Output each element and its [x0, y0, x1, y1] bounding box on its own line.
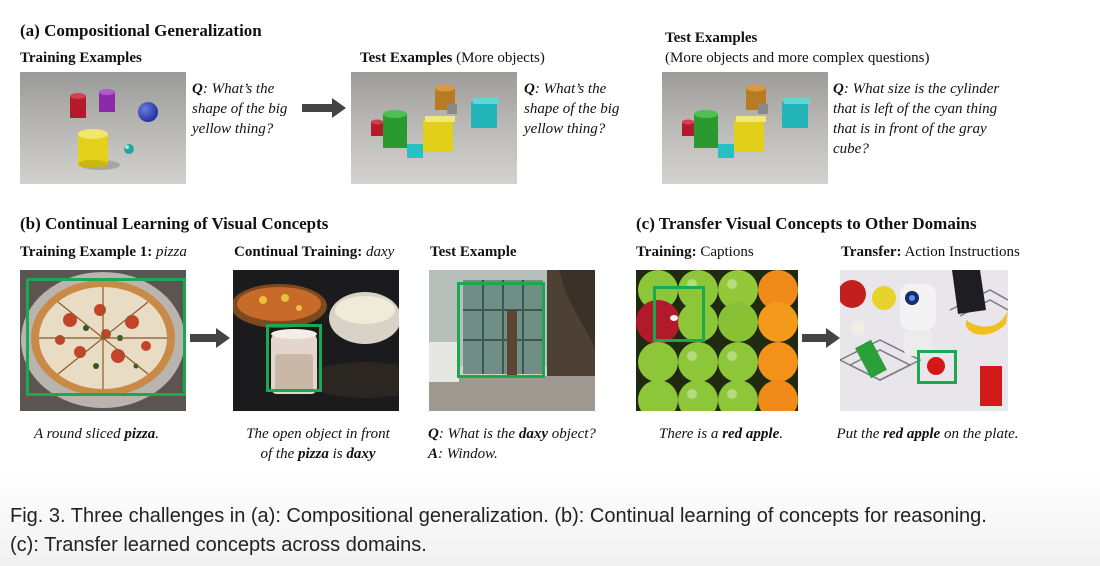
question-1: Q: What’s the shape of the big yellow th…	[192, 81, 288, 137]
pizza-bbox	[26, 278, 186, 396]
transfer-label: Transfer: Action Instructions	[841, 244, 1020, 260]
window-image	[429, 270, 595, 411]
test-example-label: Test Example	[430, 244, 517, 260]
pizza-image	[20, 270, 186, 411]
clevr-test-image-2	[662, 72, 828, 184]
training-example-label: Training Example 1: pizza	[20, 244, 187, 260]
daxy-image	[233, 270, 399, 411]
test-examples-label-1: Test Examples (More objects)	[360, 50, 545, 66]
action-caption: Put the red apple on the plate.	[836, 426, 1019, 442]
clevr-test-image-1	[351, 72, 517, 184]
continual-training-label: Continual Training: daxy	[234, 244, 395, 260]
training-examples-label: Training Examples	[20, 50, 142, 66]
caption-background	[0, 470, 1100, 566]
arrow-right-icon	[190, 328, 230, 348]
arrow-right-icon	[802, 328, 840, 348]
figure-caption-line-1: Fig. 3. Three challenges in (a): Composi…	[10, 505, 987, 527]
daxy-bbox	[266, 324, 322, 392]
robot-red-apple-bbox	[917, 350, 957, 384]
apples-image	[636, 270, 798, 411]
clevr-training-image	[20, 72, 186, 184]
training-captions-label: Training: Captions	[636, 244, 754, 260]
question-3: Q: What size is the cylinder that is lef…	[833, 81, 1000, 157]
panel-a-title: (a) Compositional Generalization	[20, 21, 262, 40]
robot-scene-image	[840, 270, 1008, 411]
pizza-caption: A round sliced pizza.	[34, 426, 160, 442]
test-examples-label-2: Test Examples	[665, 30, 758, 46]
panel-c-title: (c) Transfer Visual Concepts to Other Do…	[636, 214, 977, 233]
question-2: Q: What’s the shape of the big yellow th…	[524, 81, 620, 137]
test-qa-caption: Q: What is the daxy object? A: Window.	[428, 426, 596, 462]
red-apple-bbox	[653, 286, 705, 342]
figure-caption-line-2: (c): Transfer learned concepts across do…	[10, 534, 427, 556]
panel-b-title: (b) Continual Learning of Visual Concept…	[20, 214, 329, 233]
figure-caption: Fig. 3. Three challenges in (a): Composi…	[10, 502, 1095, 560]
window-bbox	[457, 282, 545, 378]
daxy-caption: The open object in front of the pizza is…	[246, 426, 390, 462]
apple-caption: There is a red apple.	[658, 426, 784, 442]
arrow-right-icon	[302, 98, 346, 118]
test-examples-sublabel: (More objects and more complex questions…	[665, 50, 930, 66]
